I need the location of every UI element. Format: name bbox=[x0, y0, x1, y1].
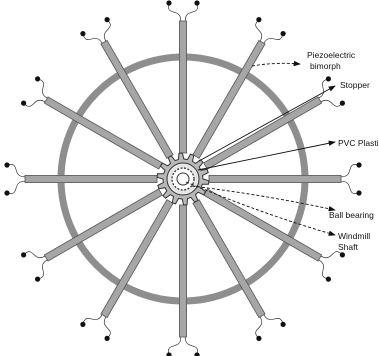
bimorph-arm bbox=[203, 96, 323, 170]
bimorph-arm bbox=[208, 174, 342, 184]
lead-wire bbox=[184, 336, 198, 356]
lead-wire bbox=[103, 316, 111, 339]
terminal-dot bbox=[35, 76, 41, 82]
lead-wire bbox=[6, 180, 26, 194]
lead-wire bbox=[263, 314, 284, 325]
leader-piezo bbox=[251, 60, 301, 67]
terminal-dot bbox=[256, 17, 262, 23]
windmill-shaft bbox=[176, 172, 190, 186]
terminal-dot bbox=[21, 100, 27, 106]
bimorph-arm bbox=[43, 96, 163, 170]
terminal-dot bbox=[194, 0, 200, 6]
lead-wire bbox=[340, 164, 360, 178]
label-stopper: Stopper bbox=[340, 80, 370, 90]
leader-shaft bbox=[185, 181, 336, 236]
terminal-dot bbox=[35, 276, 41, 282]
lead-wire bbox=[23, 99, 46, 107]
terminal-dot bbox=[104, 335, 110, 341]
leader-pvc bbox=[197, 140, 336, 171]
lead-wire bbox=[82, 314, 103, 325]
terminal-dot bbox=[256, 335, 262, 341]
terminal-dot bbox=[280, 321, 286, 327]
lead-wire bbox=[340, 180, 360, 194]
lead-wire bbox=[103, 19, 111, 42]
leader-stopper bbox=[198, 85, 336, 162]
label-piezoelectric: Piezoelectric bbox=[307, 50, 356, 60]
lead-wire bbox=[320, 251, 343, 259]
bimorph-arm bbox=[43, 188, 163, 262]
lead-wire bbox=[168, 2, 182, 22]
lead-wire bbox=[318, 78, 329, 99]
lead-wires bbox=[4, 0, 362, 356]
terminal-dot bbox=[325, 276, 331, 282]
leader-bearing bbox=[191, 185, 336, 212]
bimorph-arm bbox=[178, 20, 188, 154]
terminal-dot bbox=[4, 162, 10, 168]
leader-lines bbox=[185, 60, 336, 236]
lead-wire bbox=[82, 33, 103, 44]
terminal-dot bbox=[356, 190, 362, 196]
terminal-dot bbox=[80, 321, 86, 327]
bimorph-arm bbox=[178, 204, 188, 338]
label-windmill: Windmill bbox=[338, 231, 370, 241]
terminal-dot bbox=[4, 190, 10, 196]
lead-wire bbox=[37, 259, 48, 280]
lead-wire bbox=[318, 259, 329, 280]
label-shaft: Shaft bbox=[338, 242, 358, 252]
lead-wire bbox=[168, 336, 182, 356]
terminal-dot bbox=[339, 252, 345, 258]
lead-wire bbox=[6, 164, 26, 178]
terminal-dot bbox=[194, 352, 200, 356]
terminal-dot bbox=[104, 17, 110, 23]
terminal-dot bbox=[356, 162, 362, 168]
terminal-dot bbox=[325, 76, 331, 82]
lead-wire bbox=[37, 78, 48, 99]
terminal-dot bbox=[166, 352, 172, 356]
terminal-dot bbox=[339, 100, 345, 106]
terminal-dot bbox=[21, 252, 27, 258]
bimorph-arms bbox=[24, 20, 342, 338]
label-ball-bearing: Ball bearing bbox=[329, 210, 374, 220]
lead-wire bbox=[255, 316, 263, 339]
bimorph-arm bbox=[100, 199, 174, 319]
bimorph-arm bbox=[203, 188, 323, 262]
terminal-dot bbox=[80, 30, 86, 37]
lead-wire bbox=[255, 19, 263, 42]
bimorph-arm bbox=[24, 174, 158, 184]
terminal-dot bbox=[280, 30, 286, 37]
terminal-dot bbox=[166, 0, 172, 6]
lead-wire bbox=[263, 33, 284, 44]
label-bimorph: bimorph bbox=[310, 61, 341, 71]
lead-wire bbox=[23, 251, 46, 259]
hub-gear bbox=[156, 152, 210, 206]
label-pvc-plastic: PVC Plasti bbox=[338, 138, 379, 148]
lead-wire bbox=[320, 99, 343, 107]
lead-wire bbox=[184, 2, 198, 22]
bimorph-arm bbox=[192, 39, 266, 159]
